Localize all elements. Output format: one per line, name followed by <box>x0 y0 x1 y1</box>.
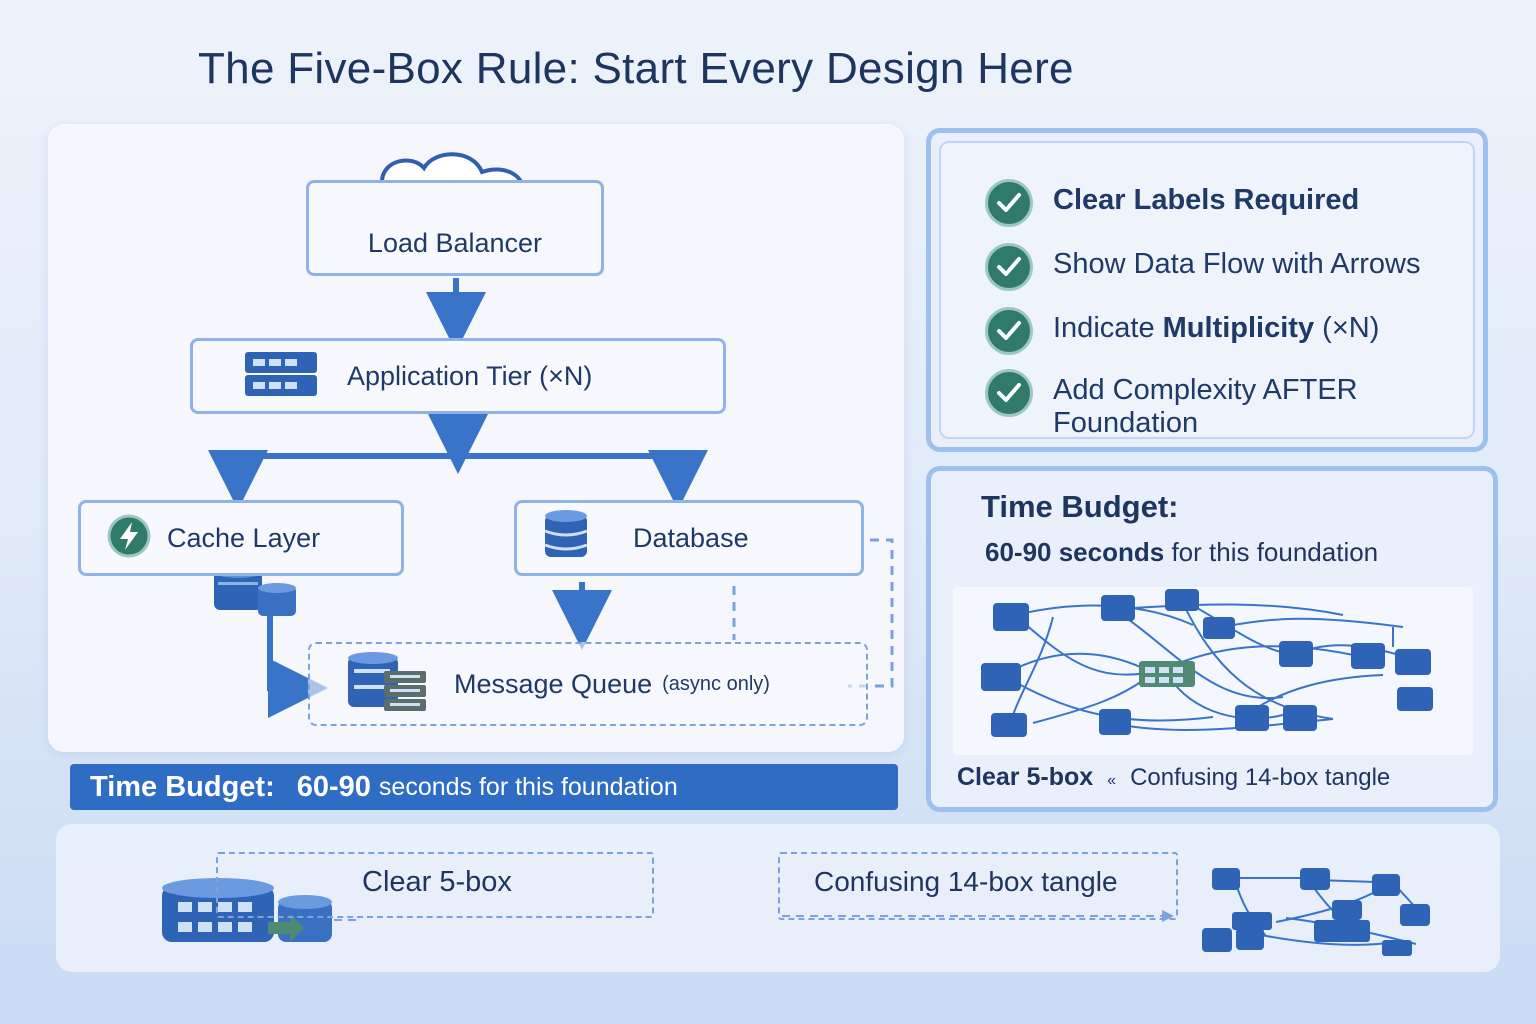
time-budget-bar: Time Budget: 60-90 seconds for this foun… <box>70 764 898 810</box>
time-budget-rest: seconds for this foundation <box>378 772 678 801</box>
checklist-panel: Clear Labels Required Show Data Flow wit… <box>926 128 1488 452</box>
budget-subtitle: 60-90 seconds for this foundation <box>985 537 1379 567</box>
message-queue-node: Message Queue (async only) <box>308 642 868 726</box>
time-budget-label: Time Budget: <box>90 770 275 803</box>
budget-compare: Clear 5-box«Confusing 14-box tangle <box>957 763 1391 791</box>
checklist-item: Show Data Flow with Arrows <box>985 243 1420 291</box>
tangle-illustration <box>953 587 1473 755</box>
cache-layer-node: Cache Layer <box>78 500 404 576</box>
cache-layer-label: Cache Layer <box>167 522 321 553</box>
database-node: Database <box>514 500 864 576</box>
message-queue-label: Message Queue <box>454 668 653 699</box>
check-icon <box>985 307 1033 355</box>
server-rack-icon <box>243 350 319 403</box>
tangle-graph <box>981 589 1433 737</box>
check-icon <box>985 369 1033 417</box>
load-balancer-label: Load Balancer <box>367 228 543 258</box>
checklist-item: Indicate Multiplicity (×N) <box>985 307 1379 355</box>
application-tier-node: Application Tier (×N) <box>190 338 726 414</box>
comparison-graphics <box>162 868 1430 956</box>
lightning-icon <box>107 514 151 563</box>
checklist-item-text: Clear Labels Required <box>1053 184 1360 216</box>
checklist-item-text: Show Data Flow with Arrows <box>1053 248 1421 280</box>
arrow-cache-to-mq <box>267 610 328 718</box>
checklist-item-text: Indicate Multiplicity (×N) <box>1053 312 1380 344</box>
check-icon <box>985 179 1033 227</box>
page-title: The Five-Box Rule: Start Every Design He… <box>198 44 1074 93</box>
confusing-tangle-label: Confusing 14-box tangle <box>814 866 1118 897</box>
database-icon <box>543 509 589 568</box>
load-balancer-node: Load Balancer <box>306 180 604 276</box>
budget-title: Time Budget: <box>981 489 1179 524</box>
comparison-band: Clear 5-box Confusing 14-box tangle <box>56 824 1500 972</box>
clear-stack-icon <box>162 878 332 942</box>
time-budget-range: 60-90 <box>296 770 371 803</box>
tangle-box-outline <box>778 852 1178 920</box>
checklist-item: Clear Labels Required <box>985 179 1359 227</box>
application-tier-label: Application Tier (×N) <box>347 360 593 391</box>
message-queue-note: (async only) <box>662 672 770 695</box>
clear-box-outline <box>216 852 654 918</box>
time-budget-panel: Time Budget: 60-90 seconds for this foun… <box>926 466 1498 812</box>
clear-5-box-label: Clear 5-box <box>362 866 512 898</box>
queue-storage-icon <box>346 651 430 718</box>
database-label: Database <box>633 522 749 553</box>
check-icon <box>985 243 1033 291</box>
checklist-inner: Clear Labels Required Show Data Flow wit… <box>939 141 1475 439</box>
five-box-diagram: Load Balancer Application Tier (×N) Cach… <box>48 124 904 752</box>
